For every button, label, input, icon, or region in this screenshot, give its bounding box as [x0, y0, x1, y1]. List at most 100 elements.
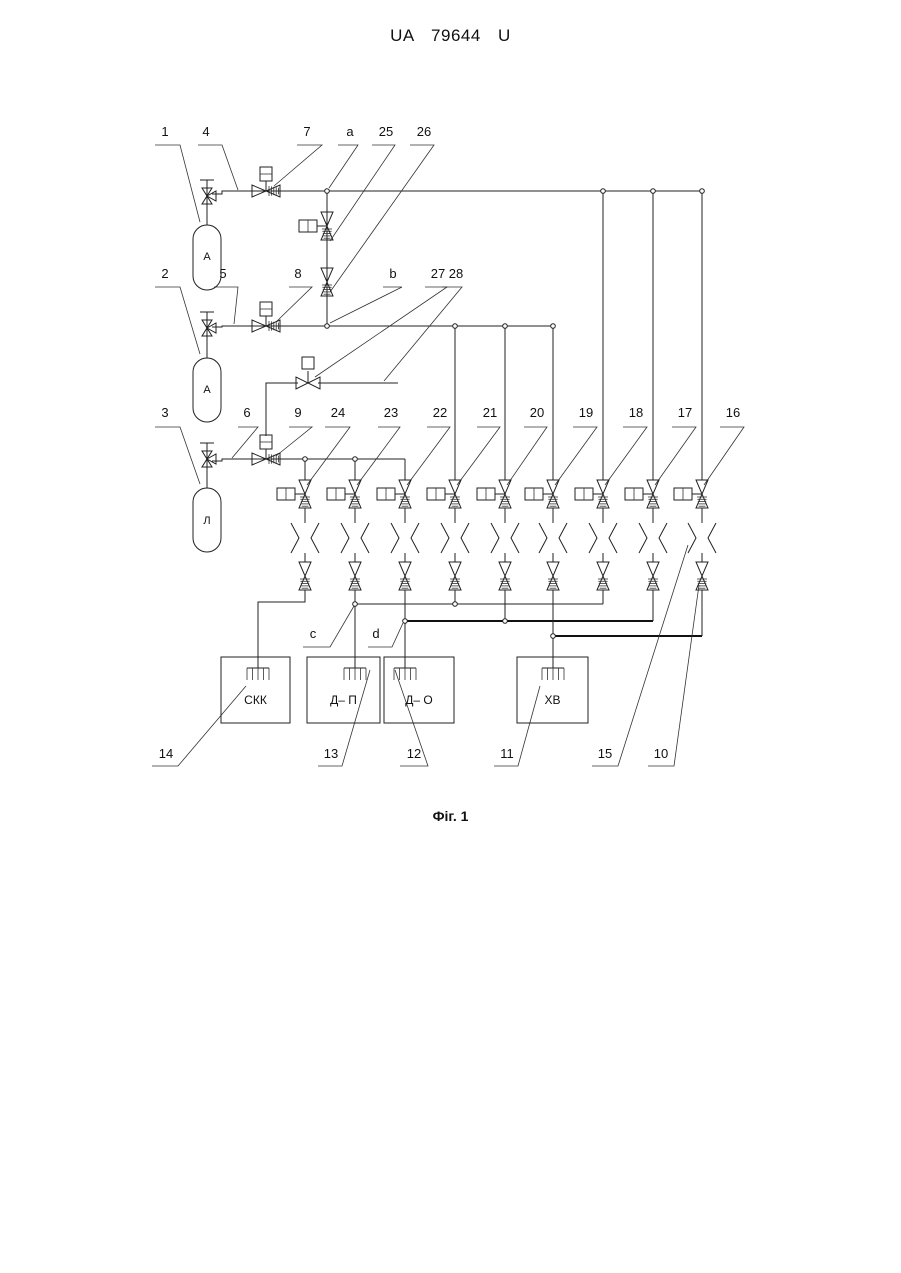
- hand-valve: [200, 180, 216, 212]
- junction-node: [353, 602, 358, 607]
- solenoid-valve-vertical: [477, 480, 511, 508]
- callout-23: 23: [384, 405, 398, 420]
- flexible-coupling: [391, 523, 419, 553]
- callout-13: 13: [324, 746, 338, 761]
- flexible-coupling: [341, 523, 369, 553]
- figure-caption: Фіг. 1: [0, 808, 901, 824]
- leader-line: [155, 427, 200, 484]
- block-label: СКК: [244, 693, 267, 707]
- leader-line: [276, 287, 312, 322]
- leader-line: [648, 585, 699, 766]
- callout-24: 24: [331, 405, 345, 420]
- leader-line: [274, 145, 322, 186]
- flexible-coupling: [291, 523, 319, 553]
- callout-6: 6: [243, 405, 250, 420]
- leader-line: [704, 427, 744, 485]
- callout-17: 17: [678, 405, 692, 420]
- junction-node: [551, 634, 556, 639]
- leader-line: [655, 427, 696, 485]
- callout-7: 7: [303, 124, 310, 139]
- solenoid-valve-vertical: [449, 562, 461, 590]
- flexible-coupling: [491, 523, 519, 553]
- junction-node: [453, 324, 458, 329]
- callout-12: 12: [407, 746, 421, 761]
- junction-node: [601, 189, 606, 194]
- leader-line: [457, 427, 500, 485]
- junction-node: [551, 324, 556, 329]
- leader-line: [155, 145, 200, 222]
- cylinder-label: Л: [203, 515, 210, 527]
- junction-node: [303, 457, 308, 462]
- flexible-coupling: [539, 523, 567, 553]
- hand-valve: [200, 312, 216, 344]
- leader-line: [232, 427, 258, 458]
- block-label: Д– О: [405, 693, 432, 707]
- callout-3: 3: [161, 405, 168, 420]
- cylinder-label: А: [203, 251, 211, 263]
- junction-node: [503, 324, 508, 329]
- pipe-line: [258, 590, 305, 668]
- callout-8: 8: [294, 266, 301, 281]
- leader-line: [407, 427, 450, 485]
- solenoid-valve-vertical: [399, 562, 411, 590]
- callout-26: 26: [417, 124, 431, 139]
- solenoid-valve-horizontal: [252, 302, 280, 332]
- flexible-coupling: [589, 523, 617, 553]
- junction-node: [325, 324, 330, 329]
- solenoid-valve-vertical: [525, 480, 559, 508]
- callout-18: 18: [629, 405, 643, 420]
- solenoid-valve-vertical: [674, 480, 708, 508]
- junction-node: [453, 602, 458, 607]
- callout-16: 16: [726, 405, 740, 420]
- junction-node: [700, 189, 705, 194]
- leader-line: [155, 287, 200, 354]
- callout-20: 20: [530, 405, 544, 420]
- callout-9: 9: [294, 405, 301, 420]
- solenoid-valve-vertical: [597, 562, 609, 590]
- leader-line: [384, 287, 462, 381]
- solenoid-valve-vertical: [625, 480, 659, 508]
- solenoid-valve-horizontal: [252, 435, 280, 465]
- block-label: ХВ: [544, 693, 560, 707]
- callout-a: a: [346, 124, 354, 139]
- leader-line: [214, 287, 238, 324]
- solenoid-valve-horizontal: [252, 167, 280, 197]
- callout-1: 1: [161, 124, 168, 139]
- solenoid-valve-vertical: [277, 480, 311, 508]
- solenoid-valve-vertical: [547, 562, 559, 590]
- solenoid-valve-vertical: [299, 562, 311, 590]
- block-label: Д– П: [330, 693, 357, 707]
- leader-line: [315, 287, 447, 377]
- hand-valve: [200, 443, 216, 475]
- callout-21: 21: [483, 405, 497, 420]
- callout-25: 25: [379, 124, 393, 139]
- solenoid-valve-27: [296, 357, 320, 389]
- callout-14: 14: [159, 746, 173, 761]
- inlet-comb: [542, 668, 564, 680]
- leader-line: [329, 145, 358, 188]
- junction-node: [503, 619, 508, 624]
- callout-5: 5: [219, 266, 226, 281]
- instrument-block: [307, 657, 380, 723]
- solenoid-valve-vertical: [349, 562, 361, 590]
- callout-22: 22: [433, 405, 447, 420]
- leader-line: [276, 427, 312, 456]
- inlet-comb: [247, 668, 269, 680]
- leader-line: [330, 287, 402, 323]
- leader-line: [198, 145, 238, 190]
- callout-4: 4: [202, 124, 209, 139]
- cylinder-label: А: [203, 384, 211, 396]
- junction-node: [325, 189, 330, 194]
- leader-line: [357, 427, 400, 485]
- inlet-comb: [344, 668, 366, 680]
- callout-28: 28: [449, 266, 463, 281]
- instrument-block: [384, 657, 454, 723]
- callout-15: 15: [598, 746, 612, 761]
- leader-line: [605, 427, 647, 485]
- solenoid-valve-vertical: [299, 212, 333, 240]
- leader-line: [507, 427, 547, 485]
- leader-line: [330, 145, 395, 241]
- leader-line: [592, 545, 688, 766]
- solenoid-valve-vertical: [499, 562, 511, 590]
